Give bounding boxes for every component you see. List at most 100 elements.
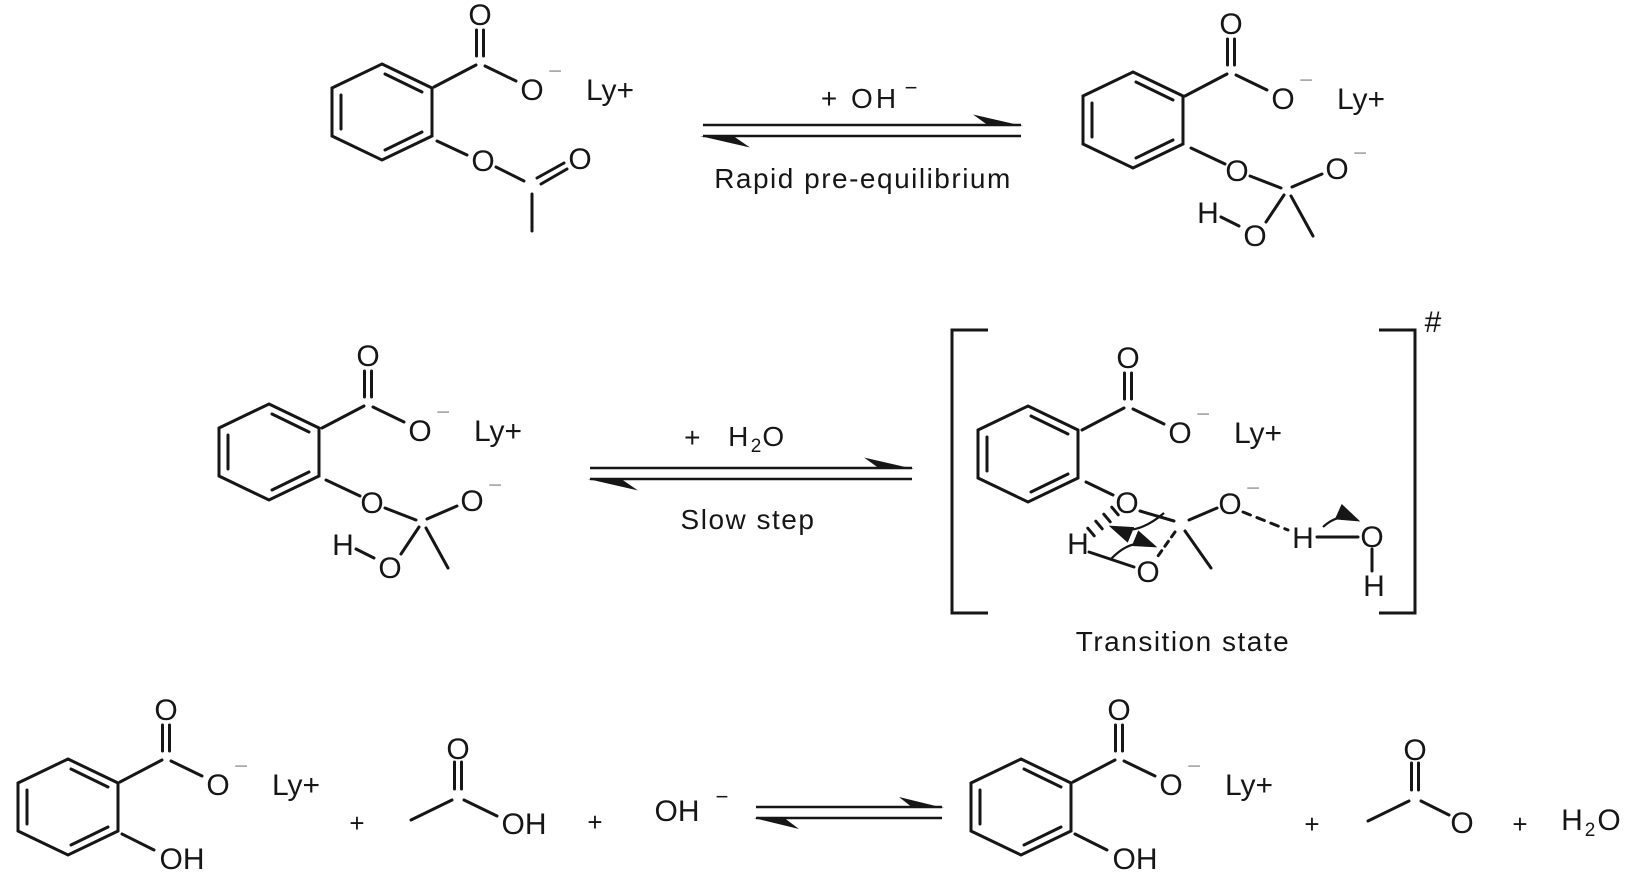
bond bbox=[1187, 506, 1219, 522]
carboxylate-oxygen-label: O bbox=[206, 769, 229, 802]
carbonyl-oxygen-label: O bbox=[446, 733, 469, 766]
charge-minus: − bbox=[1299, 67, 1313, 94]
plus-sign: + bbox=[349, 808, 364, 838]
plus-sign: + bbox=[1304, 809, 1319, 839]
tetrahedral-intermediate-structure-2: O O − Ly+ O O − O H bbox=[217, 340, 522, 585]
bond bbox=[462, 798, 499, 818]
hydroxyl-oxygen-label: O bbox=[378, 552, 401, 585]
acetyl-carbonyl-oxygen-label: O bbox=[568, 143, 591, 176]
tetrahedral-carbon-group: O O − O H bbox=[324, 472, 502, 585]
reverse-arrowhead bbox=[588, 479, 638, 491]
equilibrium-arrow-step3 bbox=[754, 797, 944, 829]
carbonyl-oxygen-label: O bbox=[1403, 734, 1426, 767]
bond bbox=[1087, 550, 1136, 569]
water-molecule: H O H bbox=[1292, 503, 1385, 603]
bond bbox=[120, 832, 156, 852]
water-o-label: O bbox=[762, 421, 785, 452]
carboxylate-group: O O − Ly+ bbox=[1183, 8, 1385, 116]
charge-minus: − bbox=[1187, 753, 1201, 780]
alkoxide-oxygen-label: O bbox=[1325, 153, 1348, 186]
benzene-ring bbox=[16, 757, 120, 857]
bond-methyl bbox=[1183, 529, 1213, 570]
phenol-hydroxyl-label: OH bbox=[1113, 843, 1158, 876]
carboxylate-oxygen-label: O bbox=[520, 74, 543, 107]
transferring-hydrogen-label: H bbox=[1067, 528, 1089, 561]
ester-oxygen-label: O bbox=[1225, 155, 1248, 188]
benzene-ring bbox=[217, 402, 321, 502]
lysine-counterion-label: Ly+ bbox=[1225, 769, 1273, 802]
acetic-acid-structure: O OH bbox=[409, 733, 547, 841]
water-h-label: H bbox=[1561, 804, 1583, 837]
partial-bond-breaking bbox=[1156, 530, 1177, 558]
carbonyl-oxygen-label: O bbox=[468, 0, 491, 32]
plus-sign: + bbox=[587, 807, 602, 837]
carboxylate-bonds bbox=[320, 369, 406, 430]
carboxylate-bonds bbox=[118, 723, 204, 784]
bond-methyl bbox=[409, 798, 454, 822]
right-bracket bbox=[1379, 328, 1417, 615]
hydroxyl-label: OH bbox=[502, 808, 547, 841]
carboxylate-oxygen-label: O bbox=[1271, 83, 1294, 116]
water-hydrogen-label: H bbox=[1363, 570, 1385, 603]
bond-methyl bbox=[1366, 799, 1411, 823]
water-product: H 2 O bbox=[1561, 804, 1621, 841]
acetate-structure: O O bbox=[1366, 734, 1474, 840]
step1-caption: Rapid pre-equilibrium bbox=[714, 163, 1012, 194]
charge-minus: − bbox=[436, 399, 450, 426]
bond bbox=[1084, 480, 1115, 497]
bond bbox=[1073, 832, 1109, 852]
tetrahedral-intermediate-structure: O O − Ly+ O O − O H bbox=[1081, 8, 1385, 253]
water-subscript: 2 bbox=[1585, 820, 1596, 841]
hydroxide-label: OH bbox=[655, 795, 700, 828]
electron-pushing-arrow bbox=[1322, 503, 1361, 528]
charge-minus: − bbox=[1196, 401, 1210, 428]
plus-sign: + bbox=[1512, 809, 1527, 839]
charge-minus: − bbox=[488, 472, 502, 499]
bond bbox=[535, 161, 566, 180]
forward-arrowhead bbox=[864, 457, 914, 469]
ester-oxygen-label: O bbox=[1115, 487, 1138, 520]
carboxylate-group: O O − Ly+ bbox=[432, 0, 634, 107]
electron-pushing-arrow bbox=[1108, 512, 1165, 543]
carbonyl-oxygen-label: O bbox=[1107, 694, 1130, 727]
carboxylate-oxygen-label: O bbox=[1168, 417, 1191, 450]
charge-minus: − bbox=[234, 753, 248, 780]
charge-minus: − bbox=[548, 58, 562, 85]
ester-oxygen-label: O bbox=[360, 487, 383, 520]
carbonyl-oxygen-label: O bbox=[154, 694, 177, 727]
alkoxide-oxygen-label: O bbox=[460, 485, 483, 518]
tetrahedral-carbon-group: O O − O H bbox=[1189, 140, 1367, 253]
bond bbox=[435, 139, 469, 157]
hydroxyl-hydrogen-label: H bbox=[332, 529, 354, 562]
lysine-counterion-label: Ly+ bbox=[272, 769, 320, 802]
bond bbox=[494, 165, 526, 183]
ester-oxygen-label: O bbox=[471, 145, 494, 178]
carboxylate-bonds bbox=[432, 28, 518, 89]
left-bracket bbox=[950, 328, 988, 615]
transition-state-structure: # O O − Ly+ O O − O H H bbox=[950, 306, 1442, 657]
reagent-label: + OH bbox=[821, 83, 899, 114]
bond bbox=[539, 167, 569, 186]
bond bbox=[1138, 509, 1176, 523]
carboxylate-group: O O − Ly+ bbox=[1071, 694, 1273, 802]
acetate-oxygen-label: O bbox=[1450, 807, 1473, 840]
carboxylate-bonds bbox=[1183, 37, 1269, 98]
water-h-label: H bbox=[728, 421, 750, 452]
reverse-arrowhead bbox=[700, 136, 750, 148]
carbonyl-oxygen-label: O bbox=[1219, 8, 1242, 41]
acetyl-group: O bbox=[494, 143, 592, 233]
hydroxide-charge-minus: − bbox=[716, 784, 729, 809]
equilibrium-arrow-step1: + OH − Rapid pre-equilibrium bbox=[700, 75, 1023, 194]
carboxylate-oxygen-label: O bbox=[408, 415, 431, 448]
hydroxyl-hydrogen-label: H bbox=[1197, 197, 1219, 230]
reverse-arrowhead bbox=[754, 818, 799, 829]
double-dagger-symbol: # bbox=[1425, 306, 1442, 339]
hydroxide-charge-minus: − bbox=[905, 75, 918, 100]
transition-state-caption: Transition state bbox=[1076, 626, 1290, 657]
benzene-ring bbox=[1081, 70, 1185, 170]
water-subscript: 2 bbox=[751, 436, 762, 457]
forward-arrowhead bbox=[973, 114, 1023, 126]
hash-bond-h-to-oxygen bbox=[1086, 505, 1120, 538]
